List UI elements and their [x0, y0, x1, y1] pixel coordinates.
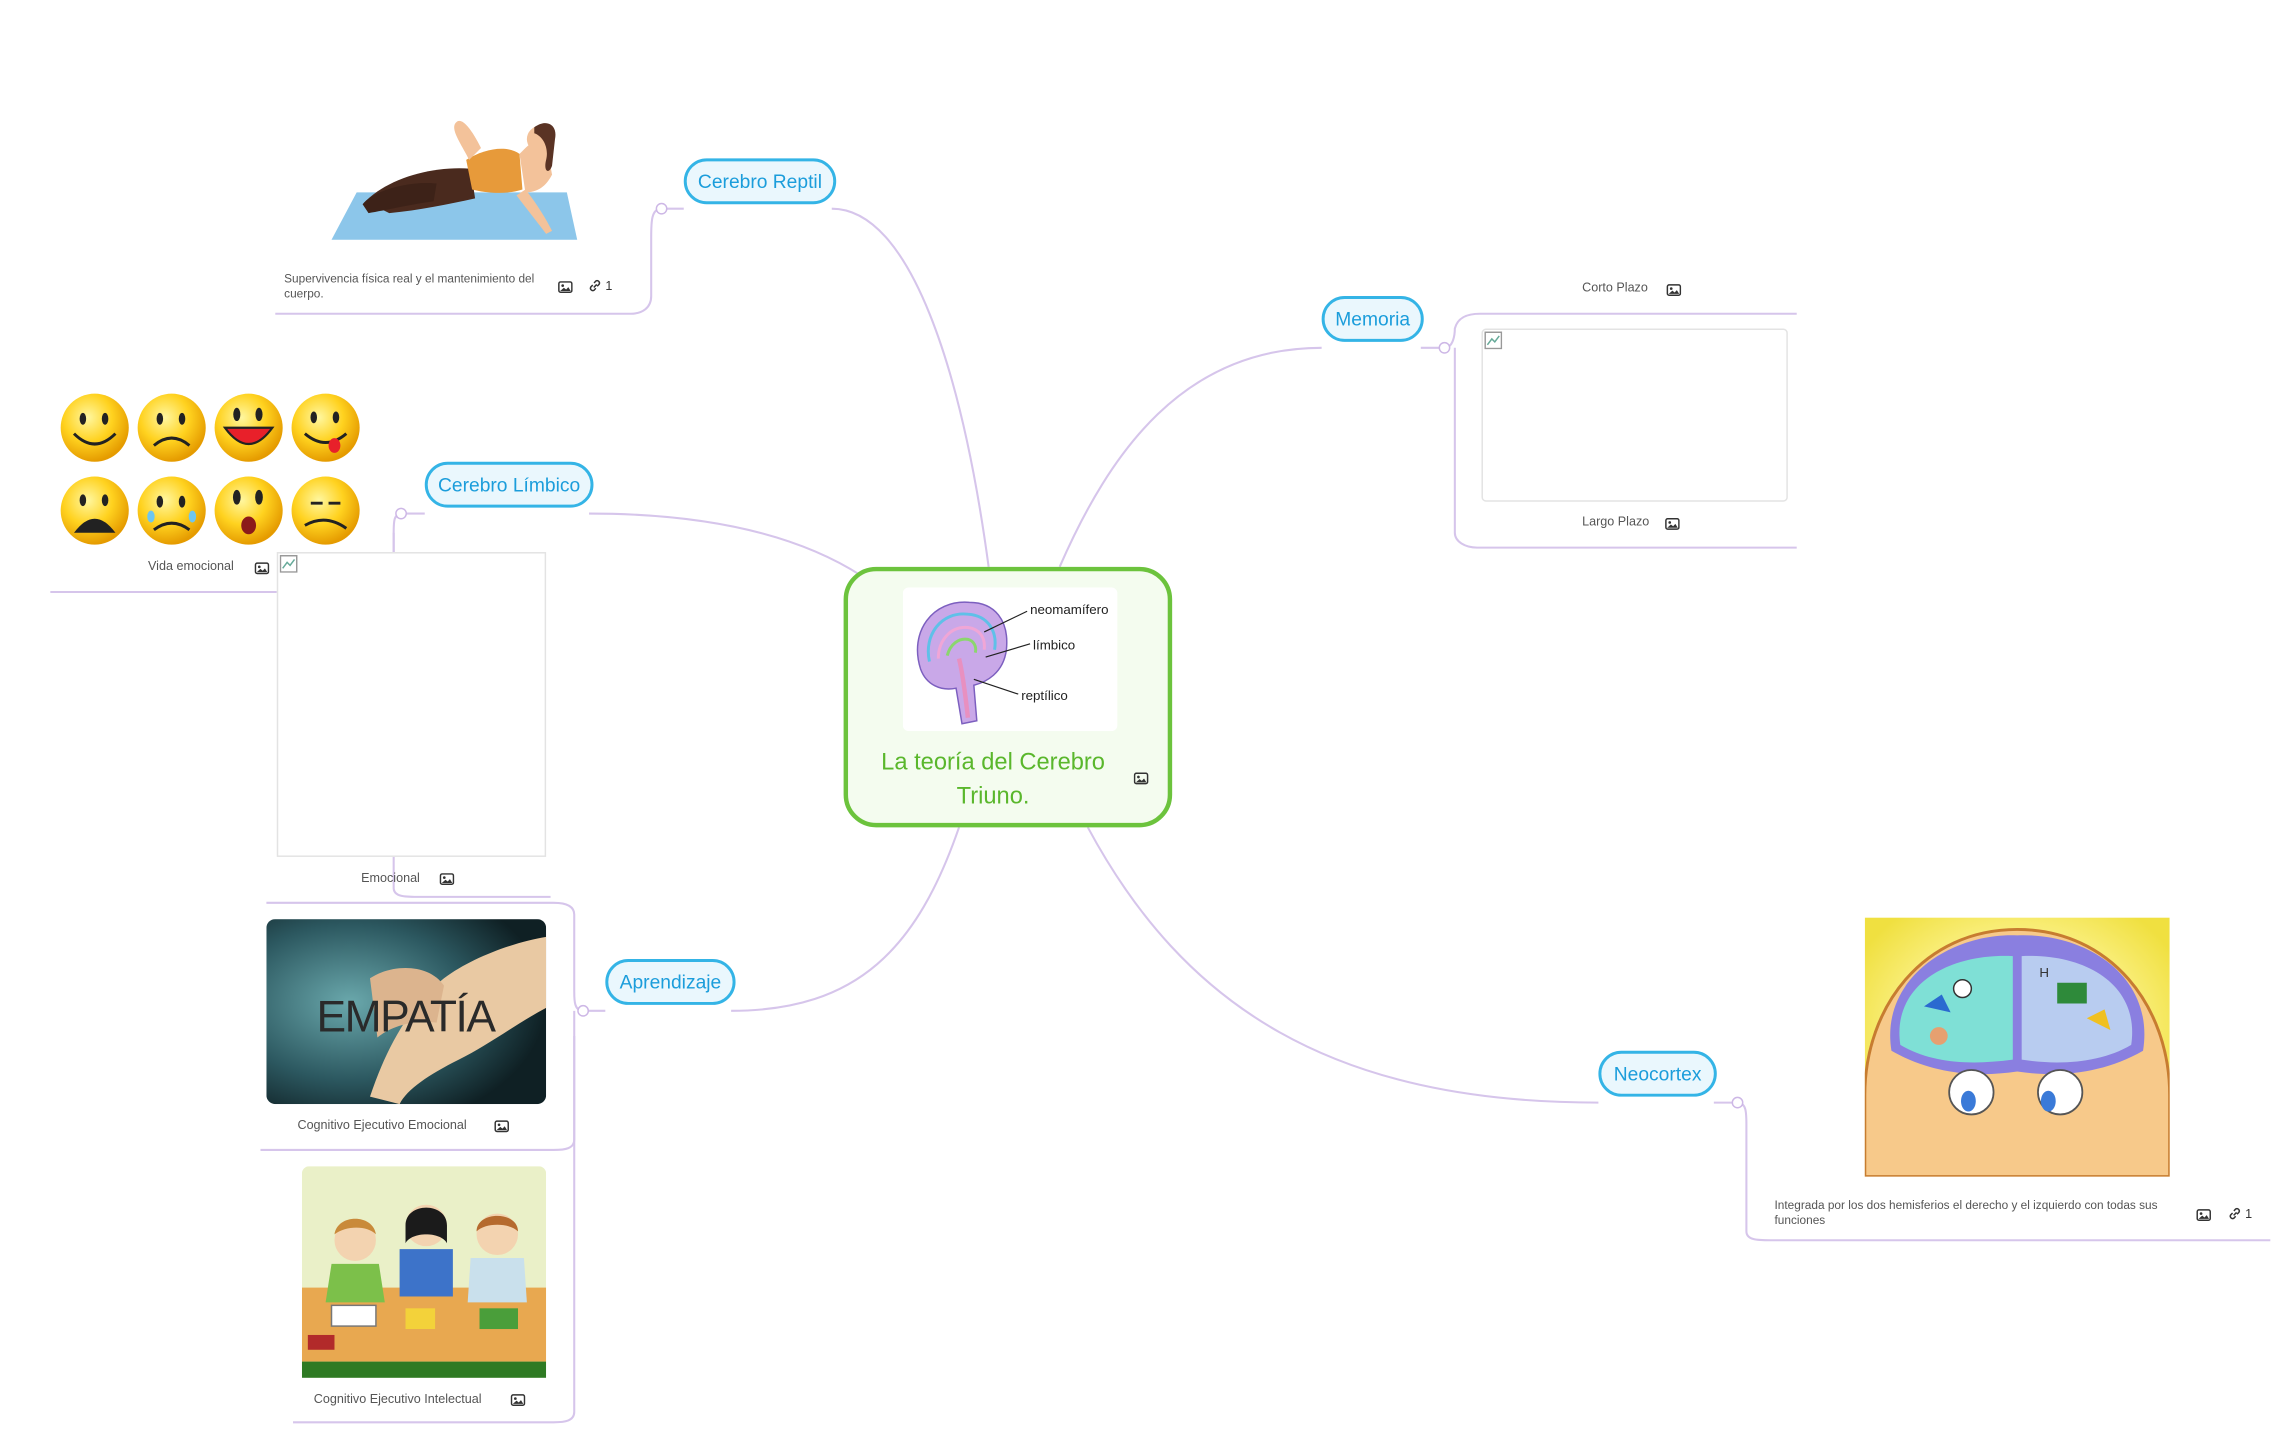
empatia-text: EMPATÍA — [317, 993, 497, 1042]
limbico-child-vida-emocional[interactable]: Vida emocional — [148, 557, 234, 573]
neocortex-note: Integrada por los dos hemisferios el der… — [1774, 1198, 2158, 1227]
link-icon — [589, 279, 601, 292]
image-icon[interactable] — [254, 561, 270, 576]
emocional-image-placeholder — [276, 552, 547, 857]
aprendizaje-child-intelectual[interactable]: Cognitivo Ejecutivo Intelectual — [313, 1391, 482, 1406]
connector-central-aprendizaje — [731, 826, 961, 1012]
largo-plazo-image-placeholder — [1481, 328, 1788, 502]
connector-dot[interactable] — [1731, 1096, 1744, 1109]
image-icon[interactable] — [510, 1393, 526, 1408]
topic-neocortex[interactable]: Neocortex — [1598, 1050, 1717, 1097]
central-topic-title: La teoría del Cerebro Triuno. — [881, 750, 1105, 810]
topic-aprendizaje[interactable]: Aprendizaje — [605, 959, 736, 1005]
image-icon[interactable] — [439, 872, 455, 887]
connector-aprendizaje-intelectual — [293, 1036, 576, 1424]
connector-central-limbico — [589, 512, 862, 577]
image-icon[interactable] — [494, 1119, 509, 1134]
reptil-woman-exercise-image — [331, 120, 578, 240]
brain-diagram-image: neomamífero límbico reptílico — [902, 587, 1118, 732]
central-topic[interactable]: neomamífero límbico reptílico La teoría … — [843, 566, 1173, 828]
topic-cerebro-reptil[interactable]: Cerebro Reptil — [683, 158, 837, 205]
emotion-faces-image — [60, 393, 360, 545]
image-icon[interactable] — [1666, 283, 1682, 298]
svg-text:H: H — [2039, 965, 2049, 980]
broken-image-icon — [1484, 331, 1503, 350]
image-icon[interactable] — [2196, 1208, 2211, 1223]
connector-dot[interactable] — [577, 1004, 590, 1017]
image-icon[interactable] — [1133, 771, 1149, 786]
connector-central-reptil — [831, 207, 990, 567]
connector-dot[interactable] — [395, 507, 407, 520]
neocortex-link-count-value: 1 — [2245, 1206, 2253, 1221]
connector-limbico-emocional — [392, 532, 551, 898]
memoria-child-corto-plazo[interactable]: Corto Plazo — [1582, 279, 1648, 295]
limbico-child-emocional[interactable]: Emocional — [361, 870, 420, 886]
neocortex-head-image: H — [1864, 917, 2170, 1177]
reptil-note: Supervivencia física real y el mantenimi… — [284, 272, 535, 301]
aprendizaje-child-emocional[interactable]: Cognitivo Ejecutivo Emocional — [297, 1117, 467, 1133]
brain-label-neomamifero: neomamífero — [1030, 602, 1108, 617]
brain-label-limbico: límbico — [1033, 638, 1075, 653]
image-icon[interactable] — [1665, 517, 1680, 532]
reptil-link-count[interactable]: 1 — [588, 278, 613, 294]
memoria-child-largo-plazo[interactable]: Largo Plazo — [1582, 513, 1650, 529]
brain-label-reptilico: reptílico — [1021, 688, 1068, 703]
connector-dot[interactable] — [1438, 341, 1451, 354]
connector-central-neocortex — [1086, 826, 1599, 1104]
broken-image-icon — [279, 555, 298, 573]
link-icon — [2229, 1207, 2241, 1220]
kids-studying-image — [301, 1166, 547, 1378]
connector-memoria-largo — [1453, 347, 1797, 549]
connector-central-memoria — [1058, 346, 1322, 568]
neocortex-link-count[interactable]: 1 — [2227, 1206, 2252, 1221]
reptil-link-count-value: 1 — [605, 278, 613, 294]
connector-dot[interactable] — [655, 202, 668, 215]
topic-cerebro-limbico[interactable]: Cerebro Límbico — [424, 461, 594, 508]
topic-memoria[interactable]: Memoria — [1321, 296, 1424, 342]
empatia-hands-image: EMPATÍA — [266, 919, 547, 1105]
image-icon[interactable] — [558, 280, 573, 295]
